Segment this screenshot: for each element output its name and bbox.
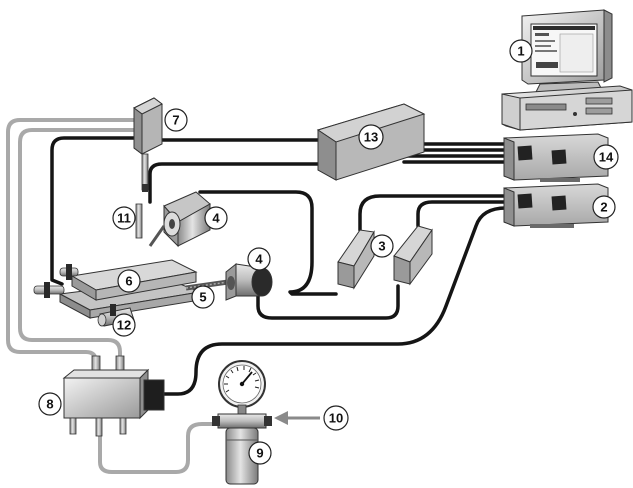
svg-text:4: 4 bbox=[255, 252, 263, 267]
amplifier-left bbox=[337, 229, 375, 290]
label-probe: 11 bbox=[112, 206, 136, 230]
label-motor-upper: 4 bbox=[204, 206, 228, 230]
cable-valve-to-card bbox=[162, 206, 508, 396]
solenoid bbox=[143, 379, 165, 411]
svg-text:6: 6 bbox=[125, 274, 132, 289]
label-motor-lower: 4 bbox=[247, 247, 271, 271]
svg-text:9: 9 bbox=[256, 446, 263, 461]
tube-filter-gray bbox=[98, 416, 216, 474]
motor-lower bbox=[225, 262, 273, 301]
cables bbox=[6, 118, 508, 474]
cable-sensor-left bbox=[50, 136, 138, 286]
label-computer: 1 bbox=[509, 39, 533, 63]
cable-motor-lower bbox=[256, 284, 400, 320]
label-amplifier: 3 bbox=[370, 234, 394, 258]
probe bbox=[135, 203, 143, 239]
leadscrew bbox=[185, 279, 229, 291]
label-interface-box: 13 bbox=[358, 124, 384, 150]
amplifier-right bbox=[393, 225, 433, 286]
label-card-upper: 14 bbox=[593, 144, 619, 170]
svg-text:8: 8 bbox=[46, 397, 53, 412]
svg-text:13: 13 bbox=[364, 130, 378, 145]
card-lower bbox=[503, 183, 609, 228]
cable-amp1-to-card bbox=[358, 194, 508, 232]
air-supply-arrow-icon bbox=[274, 411, 320, 425]
svg-text:3: 3 bbox=[378, 239, 385, 254]
number-labels: 1 2 3 4 4 5 6 7 8 9 10 11 12 13 14 bbox=[38, 39, 619, 465]
cable-probe-up bbox=[148, 162, 320, 204]
svg-text:2: 2 bbox=[600, 200, 607, 215]
card-upper bbox=[503, 133, 609, 182]
sensor-box bbox=[133, 97, 163, 192]
drive-bay bbox=[525, 103, 567, 111]
motor-upper bbox=[148, 191, 211, 248]
label-air-supply: 10 bbox=[323, 405, 349, 431]
label-sensor-box: 7 bbox=[164, 108, 188, 132]
filter-regulator bbox=[212, 360, 272, 485]
label-card-lower: 2 bbox=[592, 195, 616, 219]
computer bbox=[501, 9, 633, 131]
svg-text:14: 14 bbox=[599, 150, 614, 165]
tube-inner-gray bbox=[18, 128, 138, 374]
svg-text:10: 10 bbox=[329, 411, 343, 426]
label-valve-block: 8 bbox=[38, 392, 62, 416]
svg-text:12: 12 bbox=[117, 318, 131, 333]
cable-motor-upper bbox=[198, 190, 338, 296]
label-cylinder: 12 bbox=[112, 313, 136, 337]
svg-text:11: 11 bbox=[117, 211, 131, 226]
svg-text:4: 4 bbox=[212, 211, 220, 226]
valve-block bbox=[62, 355, 165, 437]
tube-outer-gray bbox=[6, 118, 138, 374]
label-leadscrew: 5 bbox=[191, 285, 215, 309]
svg-text:1: 1 bbox=[517, 44, 524, 59]
label-stage: 6 bbox=[117, 269, 141, 293]
label-filter: 9 bbox=[248, 441, 272, 465]
svg-text:5: 5 bbox=[199, 290, 206, 305]
cable-amp2-to-card bbox=[416, 200, 508, 228]
svg-text:7: 7 bbox=[172, 113, 179, 128]
